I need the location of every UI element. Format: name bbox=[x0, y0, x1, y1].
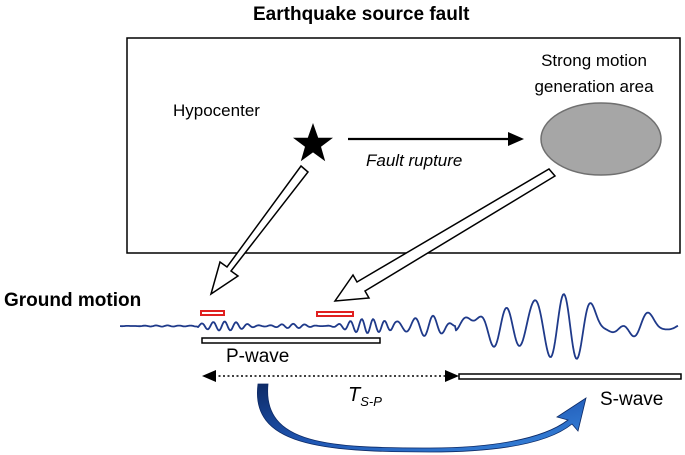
s-wave-label: S-wave bbox=[600, 389, 664, 410]
tsp-label: TS-P bbox=[348, 384, 382, 409]
tsp-label-main: T bbox=[348, 384, 361, 406]
tsp-label-sub: S-P bbox=[360, 394, 382, 409]
tsp-left-arrowhead-icon bbox=[202, 370, 216, 382]
smga-label-line1: Strong motion bbox=[541, 51, 647, 70]
fault-rupture-label: Fault rupture bbox=[366, 151, 463, 170]
hypocenter-star-icon bbox=[293, 123, 333, 162]
s-wave-bar bbox=[458, 373, 682, 380]
smga-arrival-marker bbox=[316, 311, 354, 317]
smga-label-line2: generation area bbox=[534, 77, 654, 96]
fault-rupture-arrowhead-icon bbox=[508, 132, 524, 146]
p-wave-bar bbox=[201, 337, 381, 344]
smga-label: Strong motion generation area bbox=[508, 48, 680, 100]
smga-ellipse bbox=[540, 102, 662, 176]
smga-ray-arrow-icon bbox=[333, 168, 557, 302]
hypocenter-ray-arrow-icon bbox=[209, 164, 310, 296]
p-to-s-curved-arrow-icon bbox=[257, 383, 587, 453]
seismic-waveform bbox=[120, 293, 679, 360]
ground-motion-label: Ground motion bbox=[4, 290, 142, 311]
hypocenter-label: Hypocenter bbox=[173, 101, 260, 120]
diagram-title: Earthquake source fault bbox=[253, 4, 470, 25]
p-onset-marker bbox=[200, 310, 225, 316]
p-wave-label: P-wave bbox=[226, 346, 290, 367]
tsp-right-arrowhead-icon bbox=[445, 370, 459, 382]
